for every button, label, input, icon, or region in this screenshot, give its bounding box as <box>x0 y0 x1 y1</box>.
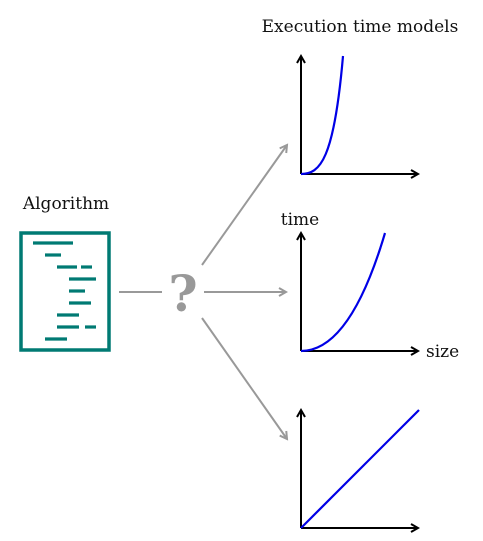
models-header: Execution time models <box>262 17 459 37</box>
linear-model-plot <box>301 410 419 528</box>
arrow-to-top-model <box>201 145 287 266</box>
question-mark: ? <box>168 264 197 323</box>
arrow-to-bottom-model <box>201 317 287 439</box>
cubic-curve <box>300 55 345 176</box>
linear-curve <box>300 409 420 529</box>
document-frame <box>19 231 111 352</box>
algorithm-document-icon <box>19 231 111 352</box>
quadratic-model-plot: time size <box>281 210 459 362</box>
code-lines <box>33 241 96 341</box>
y-axis-label: time <box>281 210 319 230</box>
x-axis-label: size <box>426 342 459 362</box>
cubic-model-plot <box>301 56 418 174</box>
algorithm-title: Algorithm <box>22 194 109 214</box>
quadratic-curve <box>300 232 387 353</box>
